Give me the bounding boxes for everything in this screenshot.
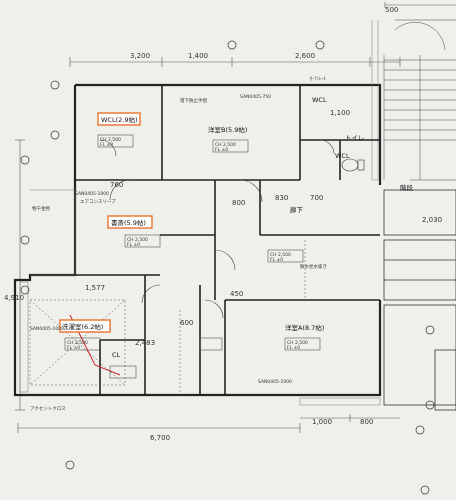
note-dim-800: 800 <box>232 199 245 207</box>
room-wcl2: WCL(2.9帖) <box>101 115 138 124</box>
right-wing <box>383 189 456 411</box>
side-dim-5: 700 <box>310 194 323 202</box>
note-aircon-sleeve: エアコンスリーブ <box>80 198 116 205</box>
interior-walls <box>75 85 380 395</box>
spec-boxes <box>64 134 321 379</box>
room-cl: CL <box>112 351 121 359</box>
bottom-dim-2: 1,000 <box>312 418 332 426</box>
note-san-1000-b: SAN0405-1000 <box>30 326 64 332</box>
room-washitsu-b: 洋室B(5.9帖) <box>208 125 247 134</box>
dashed-guides <box>29 240 306 395</box>
bottom-dim-3: 800 <box>360 418 373 426</box>
note-dim-2483: 2,483 <box>135 339 155 347</box>
top-dim-4: 500 <box>385 6 398 14</box>
spec-fl-1: FL ±0 <box>100 142 113 148</box>
note-dim-1100: 1,100 <box>330 109 350 117</box>
note-san-750: SAN0405-750 <box>240 94 271 100</box>
bottom-dim-1: 6,700 <box>150 434 170 442</box>
spec-fl-5: FL ±0 <box>67 345 80 351</box>
grid-markers <box>20 40 435 495</box>
staircase <box>383 19 456 181</box>
spec-fl-4: FL ±0 <box>270 257 283 263</box>
note-drying-hardware: 物干金物 <box>32 205 50 212</box>
highlight-sentaku <box>59 319 111 333</box>
note-railing: 落下防止手摺 <box>180 97 207 104</box>
spec-ch-2: CH 2,500 <box>215 142 236 148</box>
spec-ch-4: CH 2,500 <box>270 252 291 258</box>
side-dim-4: 830 <box>275 194 288 202</box>
spec-ch-5: CH 2,500 <box>67 340 88 346</box>
spec-ch-1: CH 2,500 <box>100 137 121 143</box>
room-shoko: 書斎(5.9帖) <box>111 218 146 227</box>
note-accent-cloth: アクセントクロス <box>30 406 66 412</box>
top-dim-2: 1,400 <box>188 52 208 60</box>
room-washitsu-a: 洋室A(8.7帖) <box>285 323 324 332</box>
note-dim-760: 760 <box>110 181 123 189</box>
top-dim-3: 2,600 <box>295 52 315 60</box>
spec-fl-2: FL ±0 <box>215 147 228 153</box>
spec-fl-6: FL ±0 <box>287 345 300 351</box>
note-water-tap: 散水栓水抜き <box>300 263 327 270</box>
spec-ch-6: CH 2,500 <box>287 340 308 346</box>
top-dim-1: 3,200 <box>130 52 150 60</box>
balcony-hatch <box>19 20 381 406</box>
room-kaidan: 階段 <box>400 183 414 192</box>
spec-fl-3: FL ±0 <box>127 242 140 248</box>
toilet-fixture <box>341 158 365 172</box>
note-dim-450: 450 <box>230 290 243 298</box>
note-dim-600: 600 <box>180 319 193 327</box>
room-toilet: トイレ <box>345 134 365 142</box>
side-dim-2: 4,910 <box>4 294 24 302</box>
room-wcl-upper: WCL <box>312 96 327 104</box>
room-roka: 廊下 <box>290 205 304 214</box>
spec-ch-3: CH 2,500 <box>127 237 148 243</box>
door-swings <box>99 139 335 319</box>
note-san-1000-c: SAN0405-1000 <box>258 379 292 385</box>
highlight-wcl2 <box>97 112 141 126</box>
side-dim-1: 2,030 <box>422 216 442 224</box>
highlight-shoko <box>107 215 153 229</box>
note-curtain-rail: ｶｰﾃﾝﾚｰﾙ <box>310 76 326 82</box>
room-sentaku: 洗濯室(6.2帖) <box>62 322 103 331</box>
note-san-1000-a: SAN0405-1000 <box>75 191 109 197</box>
side-dim-3: 1,577 <box>85 284 105 292</box>
room-wcl-right: WCL <box>335 152 350 160</box>
